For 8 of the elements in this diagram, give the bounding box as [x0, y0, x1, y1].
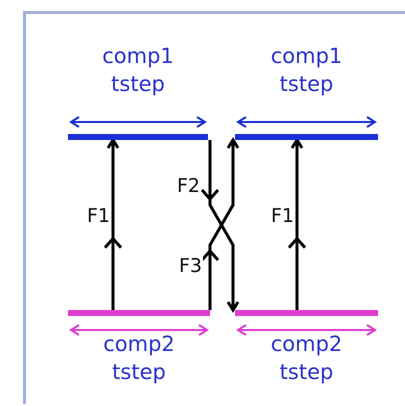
timestep-bar	[235, 310, 378, 316]
bar-caption: comp2 tstep	[102, 331, 176, 386]
bar-caption: comp1 tstep	[270, 43, 344, 98]
timestep-bar	[68, 310, 210, 316]
bar-caption: comp2 tstep	[270, 331, 344, 386]
timestep-bar	[235, 134, 378, 140]
bar-caption: comp1 tstep	[101, 43, 175, 98]
timestep-bar	[68, 134, 208, 140]
